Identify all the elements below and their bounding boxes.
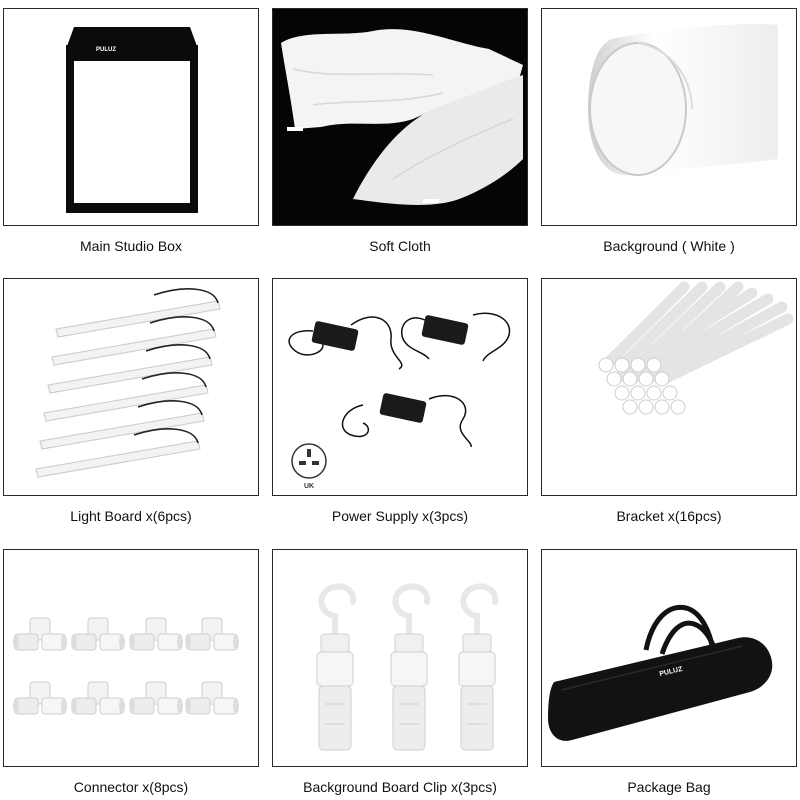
product-image-frame: PULUZ xyxy=(3,8,259,226)
plug-type-label: UK xyxy=(304,483,314,490)
product-image-frame xyxy=(272,549,528,767)
led-light-strip-icon xyxy=(35,288,221,478)
three-way-connector-icon xyxy=(12,617,240,715)
caption-soft-cloth: Soft Cloth xyxy=(369,238,431,254)
product-image-frame xyxy=(541,278,797,496)
caption-connector: Connector x(8pcs) xyxy=(73,779,189,795)
hook-clip-icon xyxy=(273,550,527,766)
product-image-frame xyxy=(3,549,259,767)
power-adapter-icon: UK xyxy=(288,312,511,490)
studio-box-icon: PULUZ xyxy=(66,27,198,213)
carry-bag-icon: PULUZ xyxy=(548,604,773,741)
product-image-frame xyxy=(272,8,528,226)
soft-cloth-icon xyxy=(273,9,527,225)
white-background-roll-icon xyxy=(588,23,778,176)
product-image-frame xyxy=(3,278,259,496)
caption-main-studio-box: Main Studio Box xyxy=(80,238,182,254)
caption-bracket: Bracket x(16pcs) xyxy=(616,508,722,524)
caption-light-board: Light Board x(6pcs) xyxy=(70,508,192,524)
product-image-frame: UK xyxy=(272,278,528,496)
caption-power-supply: Power Supply x(3pcs) xyxy=(331,508,469,524)
caption-package-bag: Package Bag xyxy=(627,779,711,795)
product-image-frame xyxy=(541,8,797,226)
caption-background-white: Background ( White ) xyxy=(603,238,735,254)
product-image-frame: PULUZ xyxy=(541,549,797,767)
bracket-rod-icon xyxy=(598,281,794,415)
caption-background-board-clip: Background Board Clip x(3pcs) xyxy=(303,779,497,795)
studio-box-brand-text: PULUZ xyxy=(96,47,116,53)
